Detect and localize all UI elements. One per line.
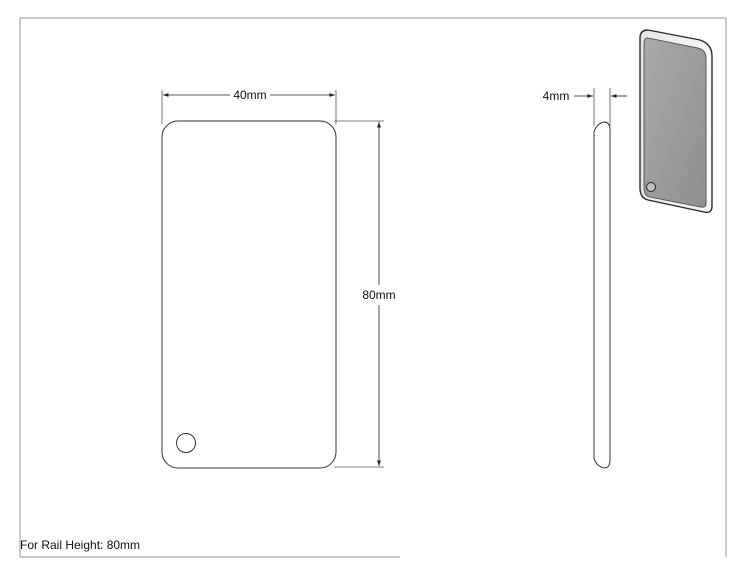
thickness-dimension: 4mm [543,88,627,126]
mounting-hole [176,433,196,453]
side-profile [593,121,611,469]
render-face [643,37,707,208]
width-label: 40mm [233,88,266,102]
front-view [161,120,337,469]
height-dimension: 80mm [334,120,396,468]
sheet-frame [19,17,727,558]
plate-outline [161,120,337,469]
render-hole [646,182,656,192]
thickness-label: 4mm [543,89,570,103]
height-label: 80mm [362,288,395,302]
side-view [593,121,611,469]
rail-height-note: For Rail Height: 80mm [20,538,141,552]
isometric-render [639,29,713,214]
width-dimension: 40mm [161,88,337,124]
